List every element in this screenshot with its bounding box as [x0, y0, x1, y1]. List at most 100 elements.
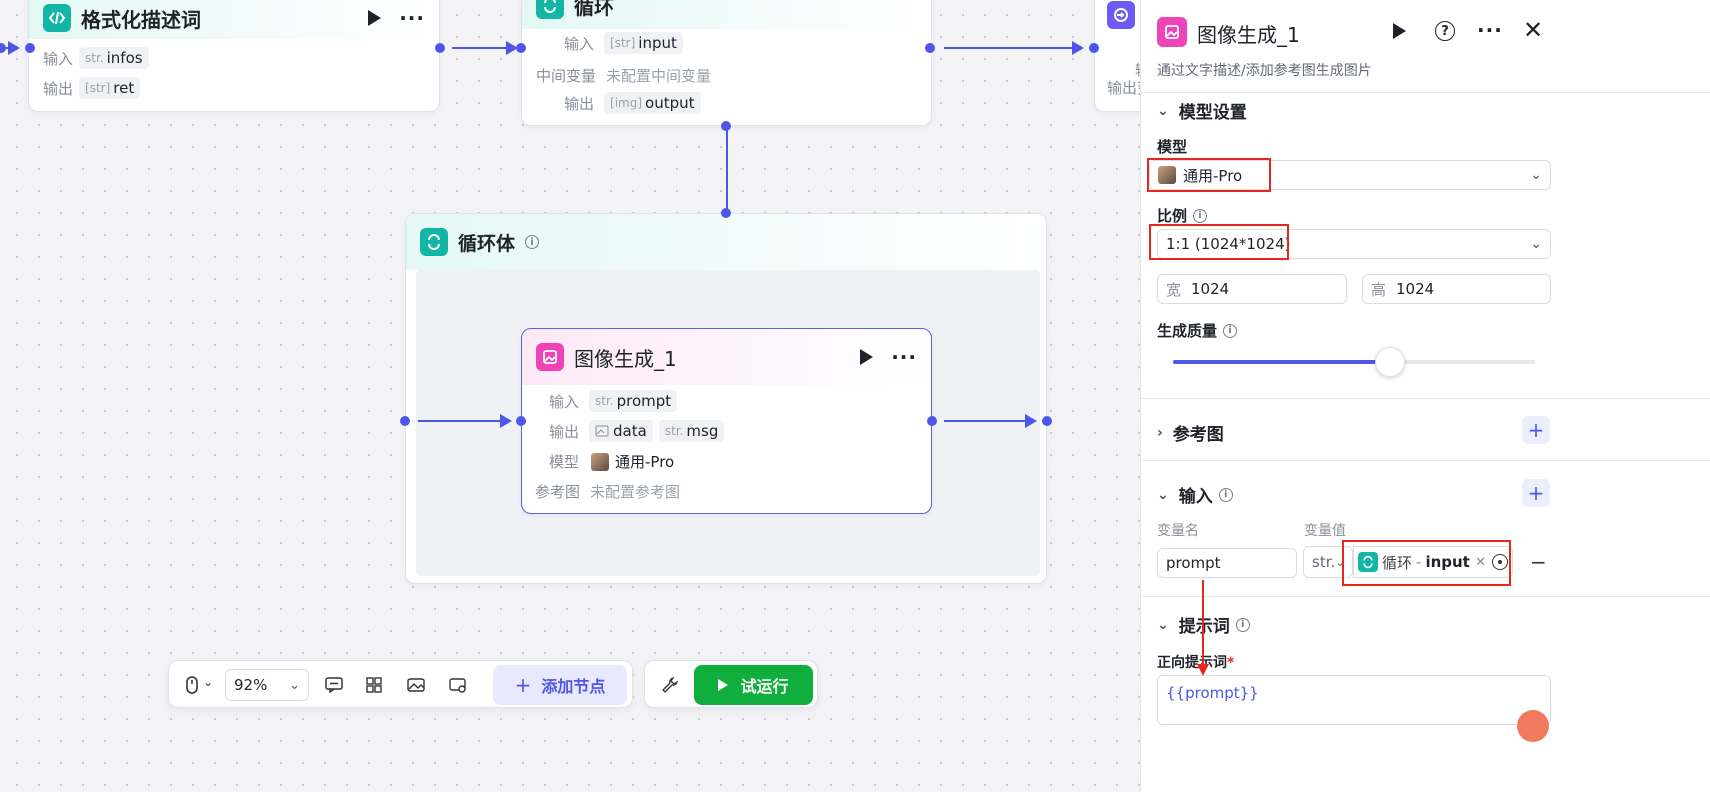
chevron-down-icon: ⌄	[1530, 236, 1542, 252]
close-icon[interactable]: ✕	[1523, 16, 1544, 44]
quality-slider-thumb[interactable]	[1375, 347, 1406, 377]
variable-tag: [str]ret	[79, 77, 141, 99]
edge-line	[944, 420, 1032, 422]
image-type-icon	[595, 425, 609, 437]
port-loop-body[interactable]	[721, 121, 731, 131]
info-icon[interactable]: i	[1235, 617, 1250, 632]
target-icon[interactable]	[1492, 554, 1508, 570]
quality-slider-fill	[1173, 360, 1391, 364]
variable-tag: data	[589, 420, 653, 442]
add-node-label: 添加节点	[541, 677, 606, 696]
var-value-reference[interactable]: 循环 - input ✕	[1353, 546, 1513, 578]
node-loop[interactable]: 循环 输入 [str]input 中间变量 未配置中间变量 输出 [img]ou…	[521, 0, 932, 126]
test-run-button[interactable]: 试运行	[694, 665, 813, 705]
run-node-icon[interactable]	[1393, 23, 1406, 39]
reference-label: 参考图	[535, 483, 581, 501]
annotation-arrow-line	[1202, 580, 1204, 668]
model-label: 模型	[549, 453, 580, 471]
variable-tag: str.msg	[658, 420, 725, 442]
port-input[interactable]	[516, 43, 526, 53]
output-label: 输出	[564, 94, 595, 113]
edge-arrow	[8, 41, 20, 55]
canvas-toolbar: ⌄ 92% ⌄ + 添加节点	[168, 660, 633, 708]
annotation-box	[1149, 224, 1289, 260]
plus-icon: +	[514, 673, 532, 697]
ratio-select[interactable]: 1:1 (1024*1024) ⌄	[1157, 229, 1551, 259]
port-output[interactable]	[927, 416, 937, 426]
model-select[interactable]: 通用-Pro ⌄	[1149, 160, 1551, 190]
info-icon[interactable]: i	[1193, 208, 1208, 223]
positive-prompt-input[interactable]: {{prompt}}	[1157, 675, 1551, 725]
var-type-select[interactable]: str. ⌄	[1303, 546, 1353, 578]
run-node-icon[interactable]	[368, 10, 382, 26]
port-loop-top[interactable]	[721, 208, 731, 218]
port-input[interactable]	[25, 43, 35, 53]
variable-tag: str.prompt	[589, 390, 678, 412]
node-image-generation[interactable]: 图像生成_1 ··· 输入 str.prompt 输出 data str.msg…	[521, 328, 932, 514]
chevron-down-icon[interactable]: ⌄	[203, 675, 214, 689]
annotation-box	[1147, 158, 1271, 192]
minimap-icon[interactable]	[447, 674, 469, 696]
model-label: 模型	[1157, 138, 1188, 156]
mouse-mode-icon[interactable]	[181, 674, 203, 696]
var-name-input[interactable]: prompt	[1157, 548, 1297, 578]
var-value-header: 变量值	[1304, 523, 1346, 539]
height-value: 1024	[1396, 280, 1435, 298]
more-icon[interactable]: ···	[399, 6, 425, 30]
help-icon[interactable]: ?	[1435, 21, 1455, 41]
image-icon[interactable]	[405, 674, 427, 696]
zoom-value: 92%	[234, 676, 268, 694]
add-node-button[interactable]: + 添加节点	[493, 665, 627, 705]
loop-body-link	[726, 130, 728, 210]
port-output[interactable]	[925, 43, 935, 53]
edge-line	[452, 47, 512, 49]
more-icon[interactable]: ···	[1477, 18, 1503, 42]
divider	[1141, 398, 1710, 399]
clear-icon[interactable]: ✕	[1475, 554, 1486, 570]
quality-slider[interactable]	[1173, 347, 1535, 377]
section-model-settings[interactable]: ⌄ 模型设置	[1157, 102, 1247, 124]
info-icon[interactable]: i	[1223, 323, 1238, 338]
annotation-box	[1342, 540, 1511, 586]
section-reference-image[interactable]: › 参考图	[1157, 424, 1224, 446]
port-output[interactable]	[435, 43, 445, 53]
avatar[interactable]	[1517, 710, 1549, 742]
port-loop-start[interactable]	[400, 416, 410, 426]
wrench-icon[interactable]	[659, 674, 681, 696]
section-prompt[interactable]: ⌄ 提示词 i	[1157, 612, 1250, 637]
output-node-icon	[1107, 1, 1135, 29]
chevron-down-icon: ⌄	[1157, 486, 1169, 503]
edge-arrow	[1072, 41, 1084, 55]
run-node-icon[interactable]	[860, 349, 874, 365]
zoom-select[interactable]: 92% ⌄	[225, 669, 309, 701]
edge-line	[944, 47, 1080, 49]
more-icon[interactable]: ···	[891, 345, 917, 369]
divider	[1141, 460, 1710, 461]
node-title: 循环体	[458, 232, 516, 255]
add-reference-button[interactable]: +	[1522, 416, 1550, 444]
model-avatar	[591, 452, 610, 471]
port-input[interactable]	[1089, 43, 1099, 53]
add-input-button[interactable]: +	[1522, 479, 1550, 507]
port-loop-end[interactable]	[1042, 416, 1052, 426]
positive-prompt-label: 正向提示词*	[1157, 655, 1235, 671]
info-icon[interactable]: i	[525, 235, 540, 249]
info-icon[interactable]: i	[1218, 487, 1233, 502]
remove-input-icon[interactable]: −	[1530, 550, 1547, 574]
chevron-down-icon: ⌄	[1157, 616, 1169, 633]
panel-title[interactable]: 图像生成_1	[1197, 23, 1300, 47]
port-input[interactable]	[516, 416, 526, 426]
mid-variable-label: 中间变量	[536, 67, 597, 85]
model-value: 通用-Pro	[615, 453, 675, 471]
comment-icon[interactable]	[323, 674, 345, 696]
input-label: 输入	[564, 34, 595, 53]
section-input[interactable]: ⌄ 输入 i	[1157, 482, 1233, 507]
node-format-description[interactable]: 格式化描述词 ··· 输入 str.infos 输出 [str]ret	[28, 0, 440, 112]
layout-icon[interactable]	[363, 674, 385, 696]
edge-arrow	[500, 414, 512, 428]
width-value: 1024	[1191, 280, 1230, 298]
edge-arrow	[506, 41, 518, 55]
width-input[interactable]: 宽 1024	[1157, 274, 1347, 304]
node-config-panel: 图像生成_1 ? ··· ✕ 通过文字描述/添加参考图生成图片 ⌄ 模型设置 模…	[1140, 0, 1710, 792]
height-input[interactable]: 高 1024	[1362, 274, 1551, 304]
